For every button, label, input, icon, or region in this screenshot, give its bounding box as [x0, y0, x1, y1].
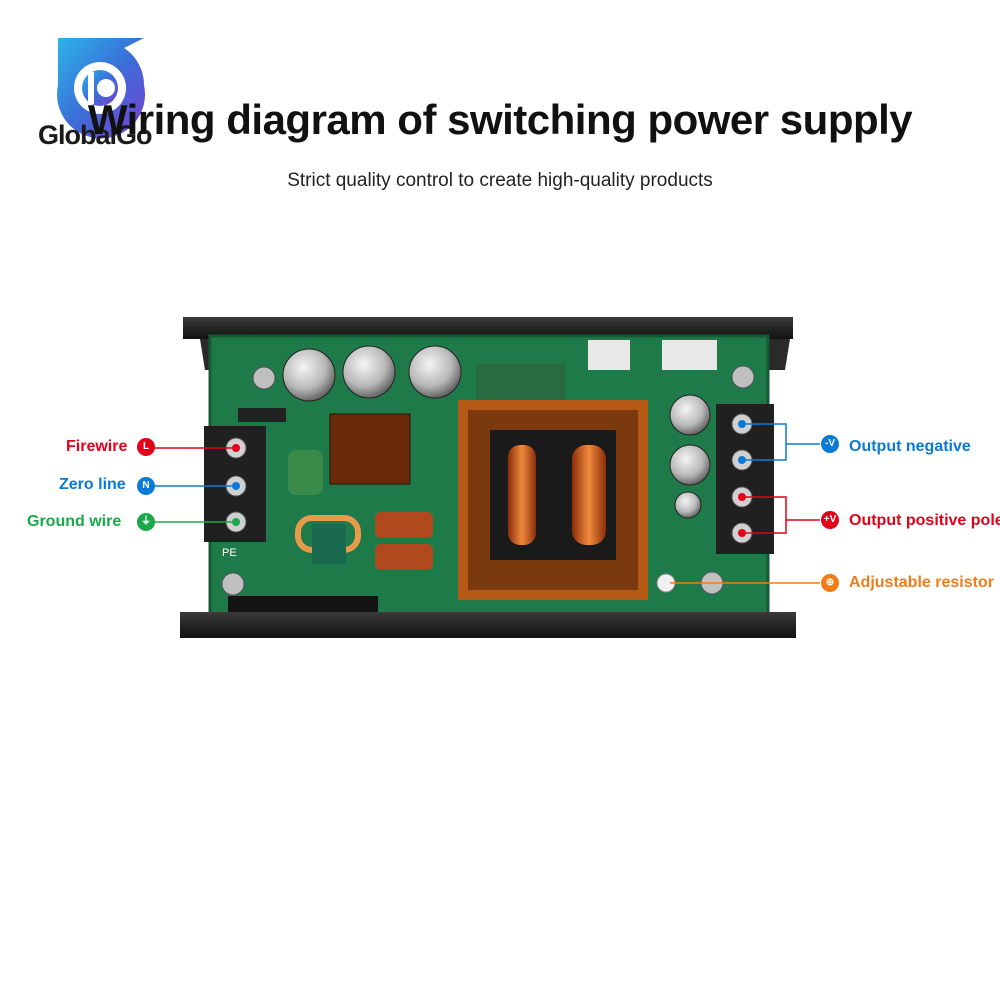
mounting-screws: [221, 365, 755, 596]
pe-marking: PE: [222, 547, 237, 559]
label-output-positive-pole: Output positive pole: [849, 512, 1000, 529]
badge-adjust: ⊕: [821, 574, 839, 592]
capacitors: [282, 345, 711, 519]
globalgo-logo: [57, 38, 145, 139]
page-subtitle: Strict quality control to create high-qu…: [287, 170, 713, 191]
label-adjustable-resistor: Adjustable resistor: [849, 574, 994, 591]
heatsink-bottom: [180, 612, 796, 638]
badge-n: N: [137, 477, 155, 495]
badge-l: L: [137, 438, 155, 456]
label-output-negative: Output negative: [849, 438, 971, 455]
label-firewire: Firewire: [66, 438, 128, 455]
power-supply-board: PE: [150, 317, 820, 638]
left-terminal-block: [204, 426, 266, 542]
badge-minus-v: -V: [821, 435, 839, 453]
page-title: Wiring diagram of switching power supply: [87, 96, 913, 143]
brand-name: GlobalGo: [38, 120, 152, 150]
heatsink-top: [183, 317, 793, 339]
right-terminal-block: [716, 404, 774, 554]
badge-ground: ⏚: [137, 513, 155, 531]
badge-plus-v: +V: [821, 511, 839, 529]
transformer: [458, 400, 648, 600]
label-zero-line: Zero line: [59, 476, 126, 493]
label-ground-wire: Ground wire: [27, 513, 122, 530]
